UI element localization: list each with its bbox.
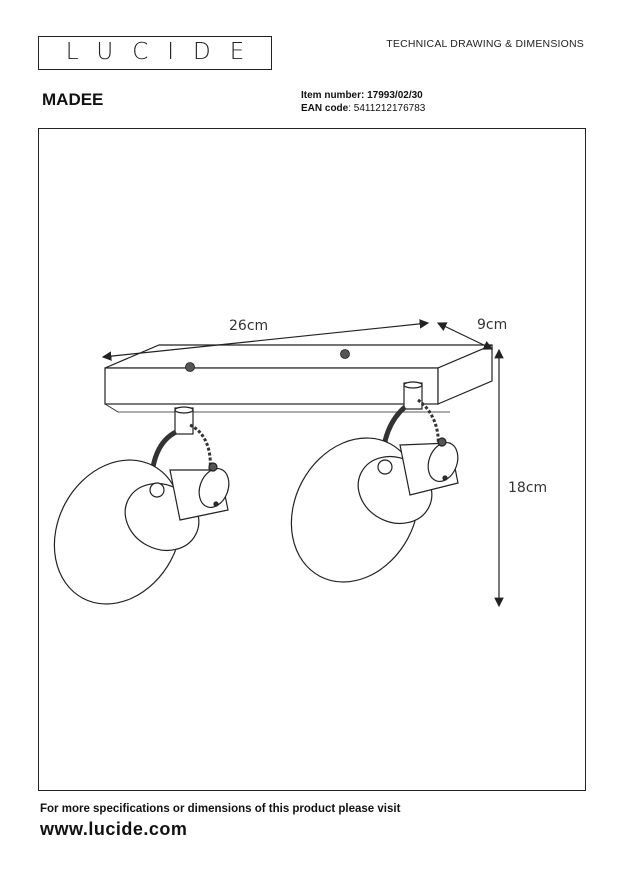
ean-code-value: : 5411212176783 — [348, 103, 426, 114]
product-meta: Item number: 17993/02/30 EAN code: 54112… — [301, 89, 425, 115]
ean-code-line: EAN code: 5411212176783 — [301, 102, 425, 115]
item-number-value: 17993/02/30 — [367, 90, 423, 101]
drawing-frame — [38, 128, 586, 791]
mounting-plate — [104, 344, 493, 413]
height-label: 18cm — [508, 480, 547, 496]
item-number-line: Item number: 17993/02/30 — [301, 89, 425, 102]
item-number-label: Item number: — [301, 90, 365, 101]
website-link[interactable]: www.lucide.com — [40, 819, 188, 839]
logo-text: LUCIDE — [65, 39, 264, 65]
document-type-label: TECHNICAL DRAWING & DIMENSIONS — [386, 38, 584, 50]
depth-label: 9cm — [477, 317, 507, 333]
lucide-logo: LUCIDE — [38, 36, 272, 70]
footer-note: For more specifications or dimensions of… — [40, 803, 401, 815]
depth-dimension-line — [436, 322, 494, 350]
ean-code-label: EAN code — [301, 103, 349, 114]
length-label: 26cm — [229, 318, 268, 334]
spotlight-left — [53, 406, 230, 605]
length-dimension-line — [101, 319, 430, 361]
spotlight-right — [290, 381, 459, 583]
product-name: MADEE — [42, 90, 104, 109]
